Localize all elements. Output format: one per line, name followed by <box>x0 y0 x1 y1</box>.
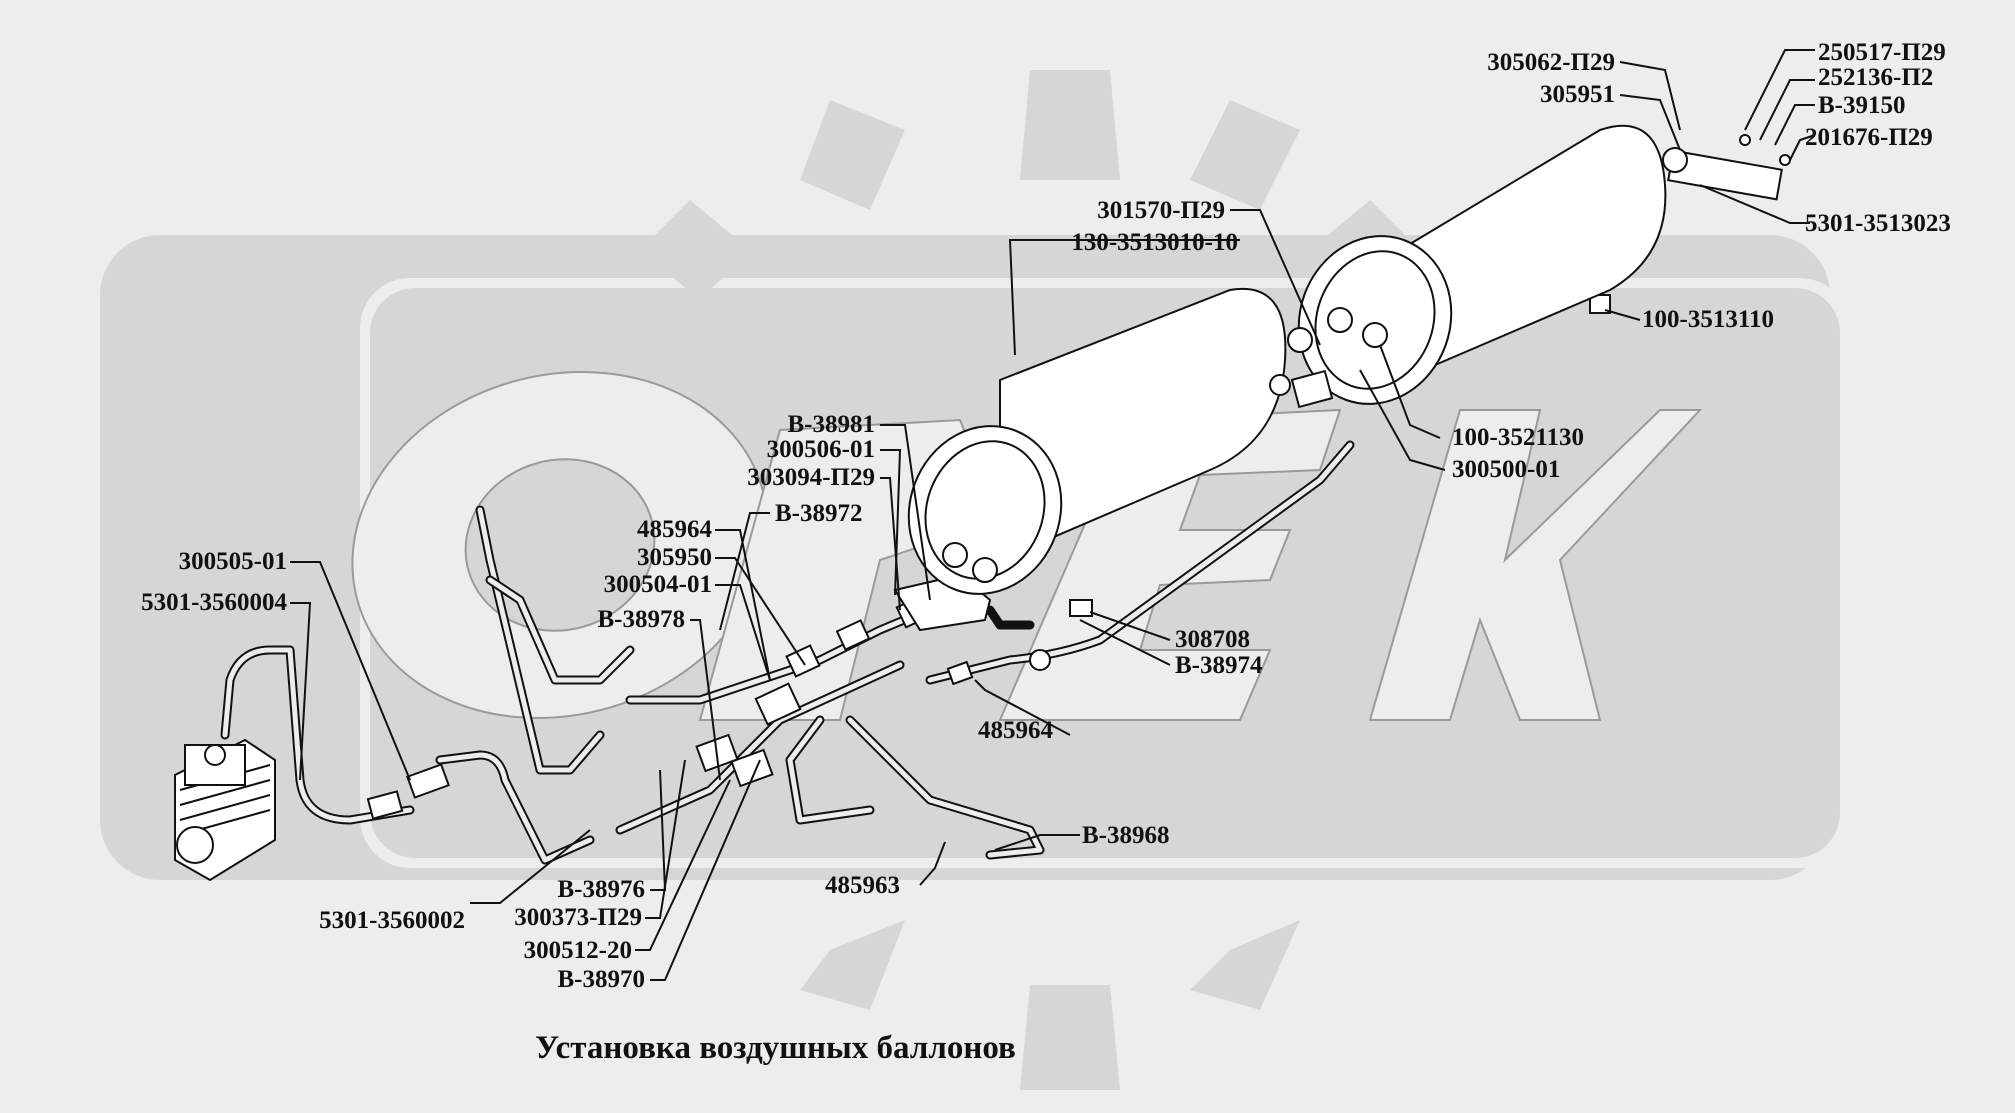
air-lines <box>220 440 1355 865</box>
label-l11: 100-3521130 <box>1452 424 1584 451</box>
label-l23: 308708 <box>1175 626 1250 653</box>
label-l19: 300504-01 <box>604 571 712 598</box>
label-l32: В-38970 <box>558 966 646 993</box>
label-l07: 5301-3513023 <box>1805 210 1951 237</box>
compressor <box>174 738 276 882</box>
label-l02: 305951 <box>1540 81 1615 108</box>
label-l27: 485963 <box>825 872 900 899</box>
label-l15: 303094-П29 <box>747 464 875 491</box>
label-l06: 201676-П29 <box>1805 124 1933 151</box>
label-l10: 100-3513110 <box>1642 306 1774 333</box>
diagram-caption: Установка воздушных баллонов <box>535 1030 1016 1066</box>
label-l28: В-38976 <box>558 876 646 903</box>
label-l14: 300506-01 <box>767 436 875 463</box>
label-l26: В-38968 <box>1082 822 1170 849</box>
label-l03: 250517-П29 <box>1818 39 1946 66</box>
air-tank-front <box>907 287 1291 671</box>
part-number-labels: 305062-П29 305951 250517-П29 252136-П2 В… <box>141 39 1951 993</box>
label-l12: 300500-01 <box>1452 456 1560 483</box>
label-l16: В-38972 <box>775 500 863 527</box>
label-l09: 130-3513010-10 <box>1071 229 1238 256</box>
label-l21: 5301-3560004 <box>141 589 287 616</box>
label-l05: В-39150 <box>1818 92 1906 119</box>
label-l30: 300373-П29 <box>514 904 642 931</box>
label-l17: 485964 <box>637 516 713 543</box>
label-l08: 301570-П29 <box>1097 197 1225 224</box>
label-l01: 305062-П29 <box>1487 49 1615 76</box>
label-l20: 300505-01 <box>179 548 287 575</box>
label-l04: 252136-П2 <box>1818 64 1933 91</box>
leader-lines <box>290 49 1816 981</box>
label-l31: 300512-20 <box>524 937 632 964</box>
label-l24: В-38974 <box>1175 652 1263 679</box>
label-l18: 305950 <box>637 544 712 571</box>
air-tank-rear <box>1287 124 1791 409</box>
label-l29: 5301-3560002 <box>319 907 465 934</box>
label-l13: В-38981 <box>788 411 876 438</box>
label-l25: 485964 <box>978 717 1054 744</box>
label-l22: В-38978 <box>598 606 686 633</box>
